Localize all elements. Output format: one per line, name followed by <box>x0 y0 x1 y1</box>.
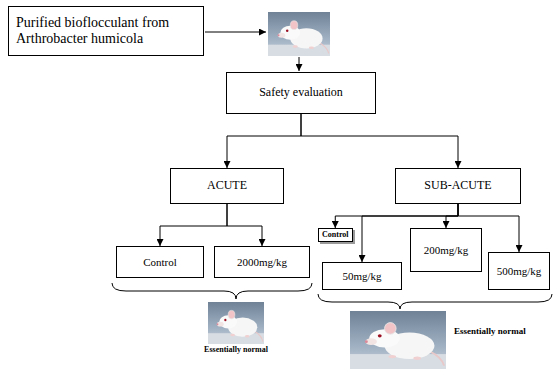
box-label: Control <box>322 230 349 239</box>
process-box: 50mg/kg <box>322 262 402 290</box>
rat-photo <box>350 311 446 369</box>
result-label: Essentially normal <box>202 345 270 354</box>
box-label: 500mg/kg <box>497 265 542 278</box>
connector-arrow <box>301 114 458 168</box>
connector-arrow <box>160 204 227 246</box>
process-box: 2000mg/kg <box>214 246 310 278</box>
connector-arrow <box>227 114 301 168</box>
connector-arrow <box>227 204 262 246</box>
arrow-line <box>205 32 266 33</box>
box-label: Safety evaluation <box>259 86 343 100</box>
box-label: ACUTE <box>207 179 247 193</box>
box-label: SUB-ACUTE <box>424 179 491 193</box>
box-label: 2000mg/kg <box>237 256 287 269</box>
rat-photo <box>268 12 330 56</box>
process-box: Control <box>318 228 353 242</box>
arrow-line <box>299 57 300 71</box>
brace <box>318 294 552 309</box>
rat-photo <box>208 302 264 344</box>
box-label: Purified bioflocculant from Arthrobacter… <box>16 15 196 47</box>
process-box: 200mg/kg <box>410 228 482 272</box>
process-box: SUB-ACUTE <box>395 168 521 204</box>
process-box: Purified bioflocculant from Arthrobacter… <box>8 6 204 56</box>
process-box: ACUTE <box>170 168 284 204</box>
box-label: 50mg/kg <box>342 270 381 283</box>
process-box: Safety evaluation <box>226 72 376 114</box>
process-box: Control <box>116 246 204 278</box>
connector-arrow <box>446 204 458 228</box>
process-box: 500mg/kg <box>488 252 550 290</box>
box-label: 200mg/kg <box>424 244 469 257</box>
result-label: Essentially normal <box>452 326 528 336</box>
brace <box>112 283 312 299</box>
box-label: Control <box>143 256 177 269</box>
